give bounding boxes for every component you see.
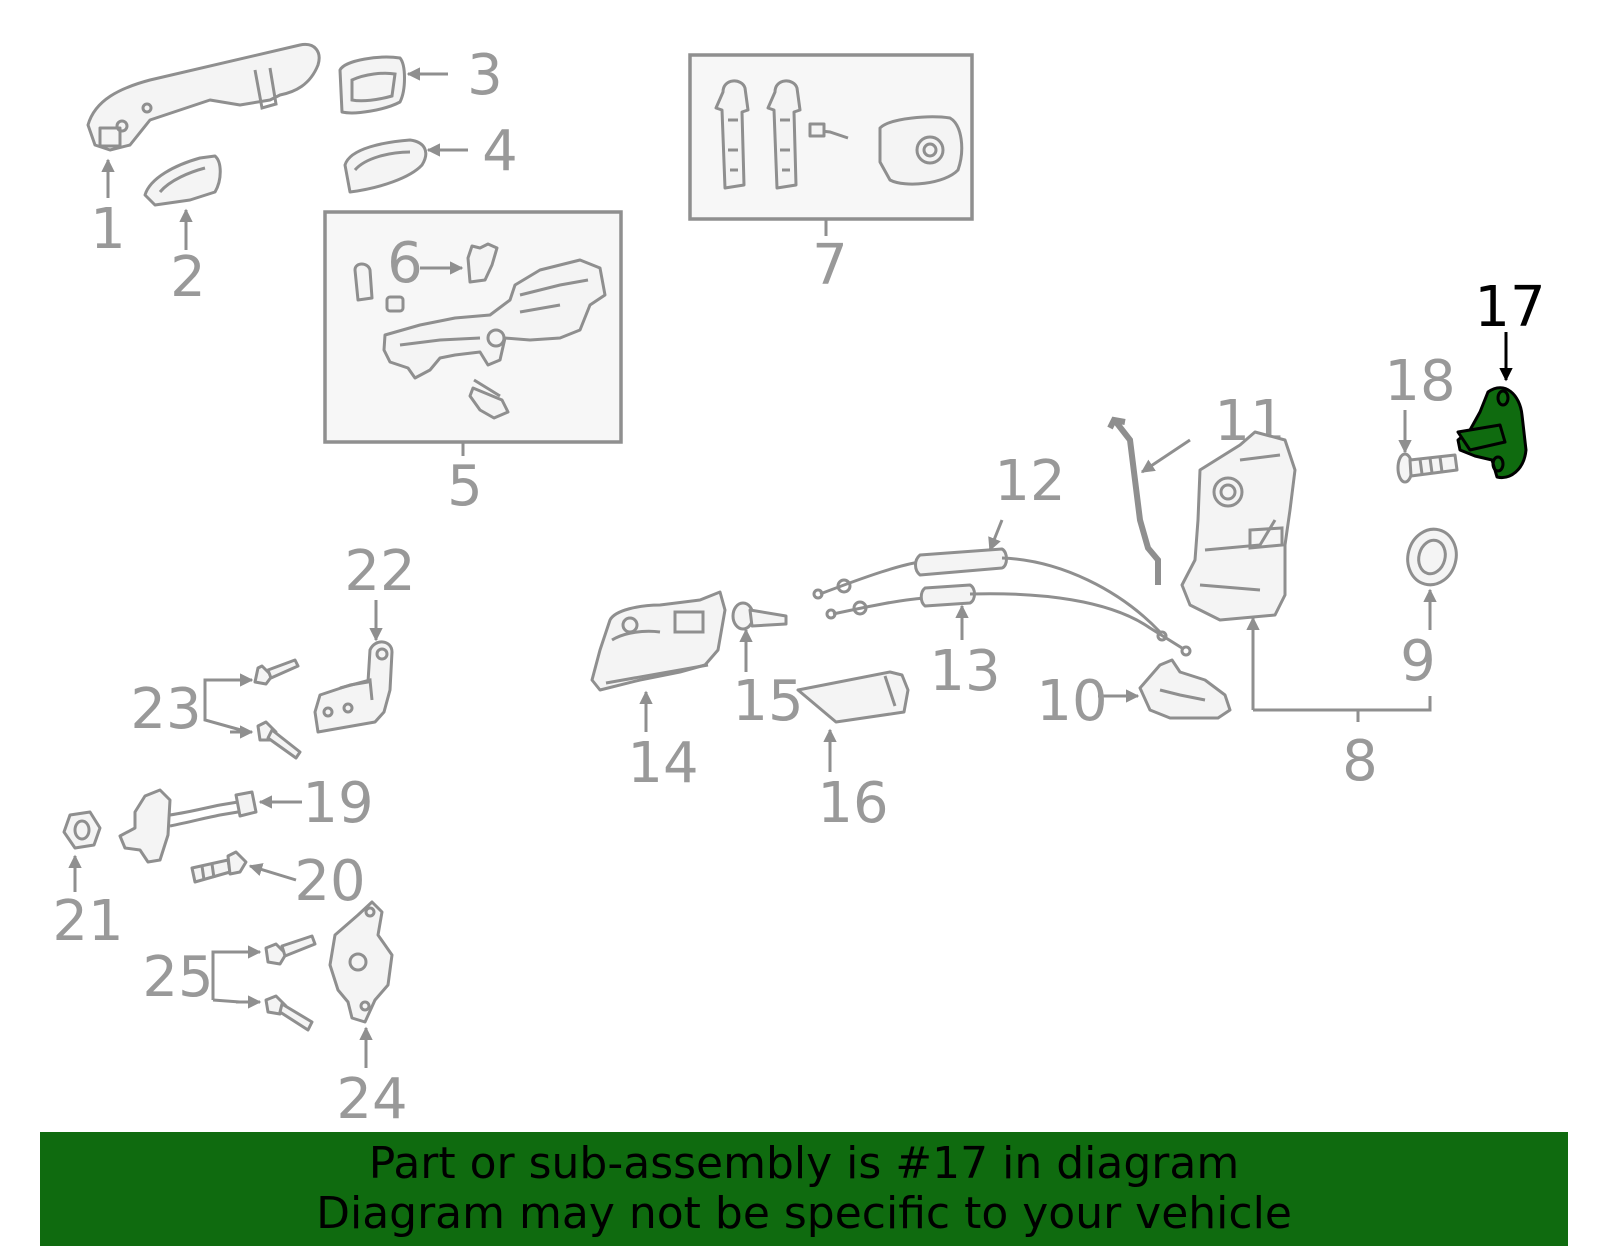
- part-14-inside-handle: [590, 590, 727, 692]
- info-banner: Part or sub-assembly is #17 in diagram D…: [40, 1132, 1568, 1246]
- callout-14: 14: [627, 731, 698, 796]
- callout-23: 23: [130, 677, 201, 742]
- part-21-nut: [62, 810, 102, 850]
- leader-23: [203, 678, 249, 734]
- callout-20: 20: [294, 849, 365, 914]
- callout-18: 18: [1384, 349, 1455, 414]
- leader-20: [248, 863, 297, 882]
- part-1-outside-handle: [86, 42, 321, 152]
- callout-12: 12: [994, 449, 1065, 514]
- callout-25: 25: [142, 945, 213, 1010]
- callout-3: 3: [467, 43, 503, 108]
- callout-8: 8: [1342, 729, 1378, 794]
- banner-line-1: Part or sub-assembly is #17 in diagram: [368, 1138, 1240, 1189]
- part-19-door-check: [118, 788, 258, 864]
- part-11-lock-rod: [1107, 416, 1161, 585]
- leader-8-bracket: [1253, 696, 1432, 712]
- part-9-grommet: [1406, 527, 1458, 587]
- leader-12: [988, 519, 1004, 552]
- part-7-key-cylinder: [714, 79, 964, 190]
- callout-13: 13: [929, 639, 1000, 704]
- part-2-handle-pad: [143, 154, 222, 207]
- banner-line-2: Diagram may not be specific to your vehi…: [316, 1188, 1292, 1239]
- callout-2: 2: [170, 245, 206, 310]
- callout-24: 24: [336, 1067, 407, 1130]
- part-3-handle-cap: [338, 55, 406, 115]
- part-25-bolts: [264, 934, 317, 1032]
- callout-21: 21: [52, 889, 123, 954]
- part-10-lock-cover: [1138, 658, 1232, 720]
- part-8-door-lock-assembly: [1180, 430, 1297, 622]
- callout-7: 7: [812, 233, 848, 298]
- callout-17: 17: [1474, 275, 1545, 340]
- callout-22: 22: [344, 539, 415, 604]
- part-23-bolts: [253, 658, 302, 760]
- callout-6: 6: [387, 231, 423, 296]
- leader-11: [1140, 438, 1191, 474]
- callout-16: 16: [817, 771, 888, 836]
- part-15-knob: [731, 601, 788, 631]
- part-22-upper-hinge: [313, 640, 394, 734]
- part-13-cable: [825, 583, 1192, 657]
- part-16-bezel: [796, 670, 910, 724]
- callout-5: 5: [447, 454, 483, 519]
- callout-1: 1: [90, 197, 126, 262]
- callout-4: 4: [482, 119, 518, 184]
- callout-10: 10: [1036, 669, 1107, 734]
- part-6-clip: [466, 242, 499, 284]
- part-17-striker-highlighted: [1456, 386, 1528, 480]
- part-4-cover: [343, 138, 428, 194]
- part-5-handle-frame: [353, 258, 607, 420]
- leader-25: [211, 950, 241, 1004]
- part-18-screw: [1396, 452, 1459, 484]
- part-24-lower-hinge: [328, 900, 394, 1024]
- callout-15: 15: [732, 669, 803, 734]
- part-12-cable: [812, 547, 1168, 642]
- callout-19: 19: [302, 771, 373, 836]
- parts-diagram: 1 2 3 4 6 5: [52, 42, 1546, 1130]
- callout-9: 9: [1400, 629, 1436, 694]
- part-20-bolt: [190, 850, 248, 884]
